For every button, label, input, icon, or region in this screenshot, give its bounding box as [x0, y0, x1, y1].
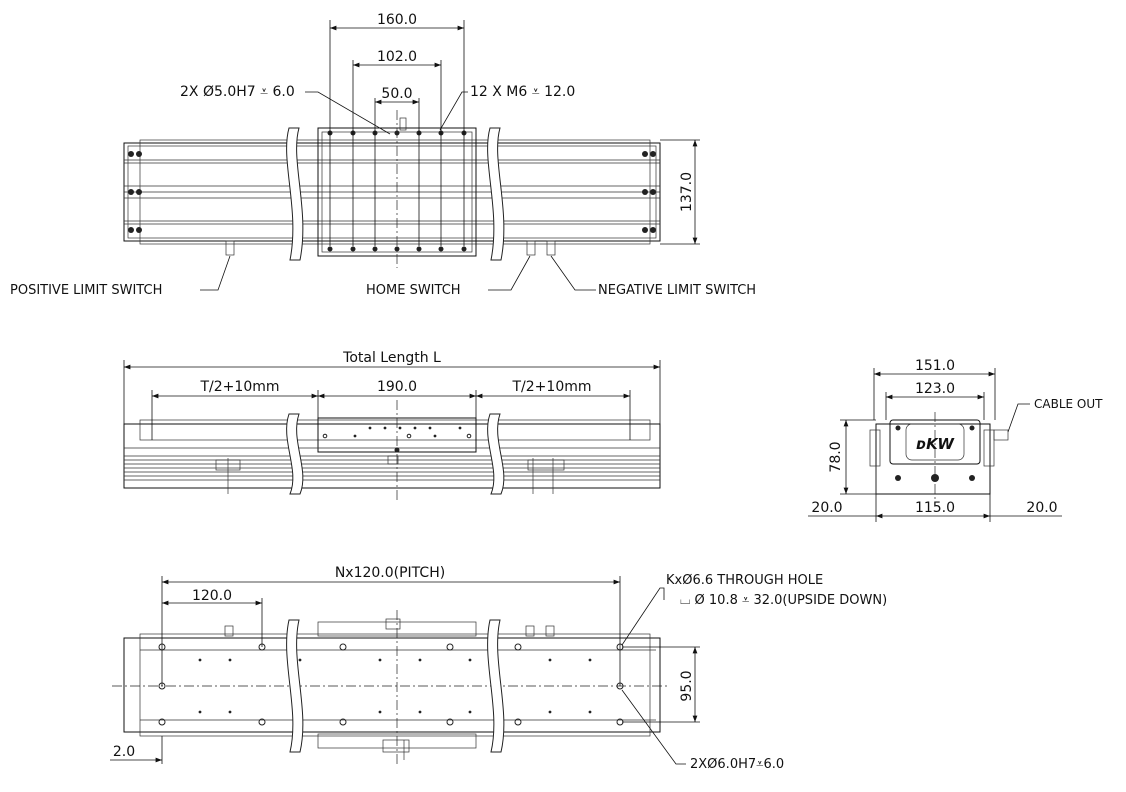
bottom-view: Nx120.0(PITCH) 120.0 95.0 2.0 KxØ6.6 THR…: [110, 565, 887, 772]
callout-through-hole: KxØ6.6 THROUGH HOLE: [666, 573, 823, 588]
break-mark: [286, 127, 304, 261]
end-screws: [128, 151, 656, 233]
label-home-switch: HOME SWITCH: [366, 283, 461, 298]
logo-mark: ᴅKW: [916, 435, 955, 453]
callout-pin-holes-bottom: 2XØ6.0H7⩡6.0: [690, 757, 784, 772]
dim-123: 123.0: [915, 381, 955, 397]
dim-2: 2.0: [113, 744, 135, 760]
bottom-body-outline: [123, 637, 661, 733]
dim-50: 50.0: [381, 86, 412, 102]
dim-120: 120.0: [192, 588, 232, 604]
dim-137: 137.0: [679, 172, 695, 212]
callout-tapped-holes: 12 X M6 ⩡ 12.0: [470, 84, 575, 100]
callout-pin-holes: 2X Ø5.0H7 ⩡ 6.0: [180, 84, 295, 100]
top-view: 160.0 102.0 50.0 137.0 2X Ø5.0H7 ⩡ 6.0 1…: [10, 12, 756, 298]
dim-102: 102.0: [377, 49, 417, 65]
dim-190: 190.0: [377, 379, 417, 395]
end-view: ᴅKW 151.0 123.0 78.0 20.0 115.0 20.0: [808, 358, 1103, 522]
dim-78: 78.0: [828, 441, 844, 472]
label-cable-out: CABLE OUT: [1034, 397, 1103, 411]
label-negative-limit-switch: NEGATIVE LIMIT SWITCH: [598, 283, 756, 298]
dim-t2-right: T/2+10mm: [512, 379, 592, 395]
dim-151: 151.0: [915, 358, 955, 374]
dim-pitch: Nx120.0(PITCH): [335, 565, 445, 581]
dim-20-right: 20.0: [1026, 500, 1057, 516]
dim-160: 160.0: [377, 12, 417, 28]
dim-95: 95.0: [679, 670, 695, 701]
dim-t2-left: T/2+10mm: [200, 379, 280, 395]
bottom-holes: [158, 643, 624, 726]
dim-115: 115.0: [915, 500, 955, 516]
dim-total-length: Total Length L: [342, 350, 441, 366]
callout-counterbore: ⌴ Ø 10.8 ⩡ 32.0(UPSIDE DOWN): [680, 593, 887, 608]
break-mark: [487, 127, 505, 261]
side-view: Total Length L T/2+10mm 190.0 T/2+10mm: [123, 350, 661, 500]
label-positive-limit-switch: POSITIVE LIMIT SWITCH: [10, 283, 162, 298]
dim-20-left: 20.0: [811, 500, 842, 516]
